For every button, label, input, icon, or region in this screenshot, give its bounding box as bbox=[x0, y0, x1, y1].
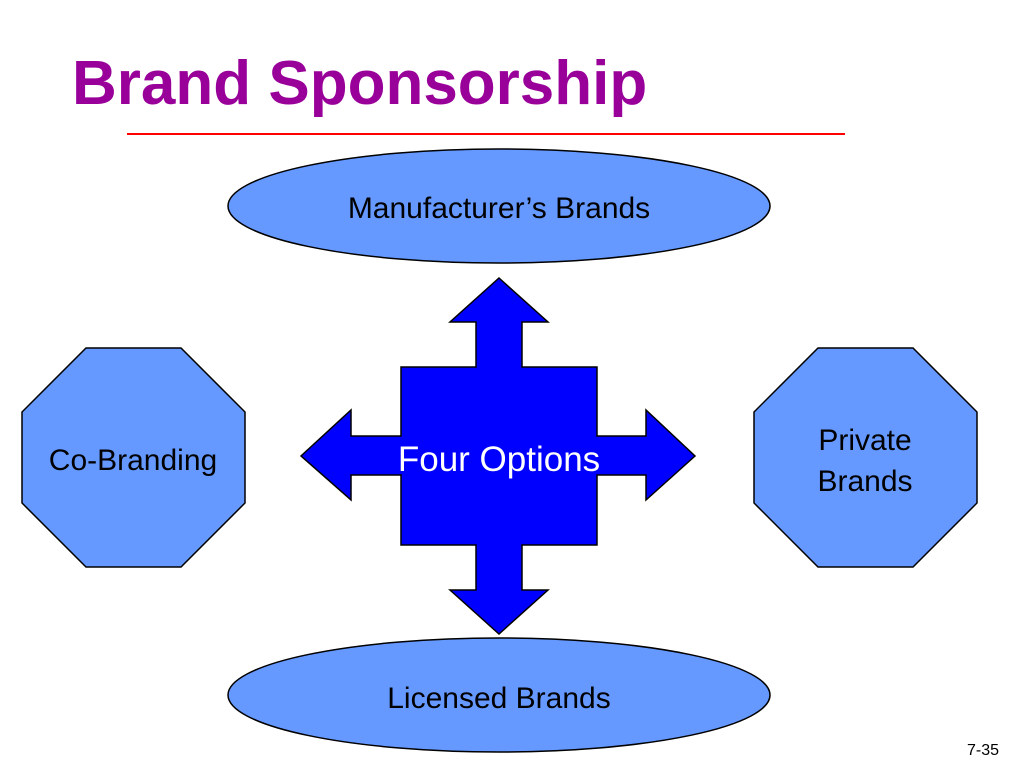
title-underline bbox=[127, 133, 845, 135]
private-brands-label-line2: Brands bbox=[817, 465, 912, 498]
four-options-label: Four Options bbox=[398, 440, 600, 479]
slide-title: Brand Sponsorship bbox=[72, 49, 648, 118]
private-brands-octagon bbox=[753, 347, 978, 568]
licensed-brands-ellipse bbox=[227, 637, 771, 753]
co-branding-label: Co-Branding bbox=[49, 444, 217, 477]
four-way-arrow bbox=[299, 276, 697, 636]
manufacturers-brands-label: Manufacturer’s Brands bbox=[348, 192, 650, 225]
manufacturers-brands-ellipse bbox=[227, 148, 771, 264]
private-brands-label-line1: Private bbox=[818, 424, 911, 457]
licensed-brands-label: Licensed Brands bbox=[387, 682, 610, 715]
page-number: 7-35 bbox=[966, 742, 999, 759]
co-branding-octagon bbox=[21, 347, 246, 568]
